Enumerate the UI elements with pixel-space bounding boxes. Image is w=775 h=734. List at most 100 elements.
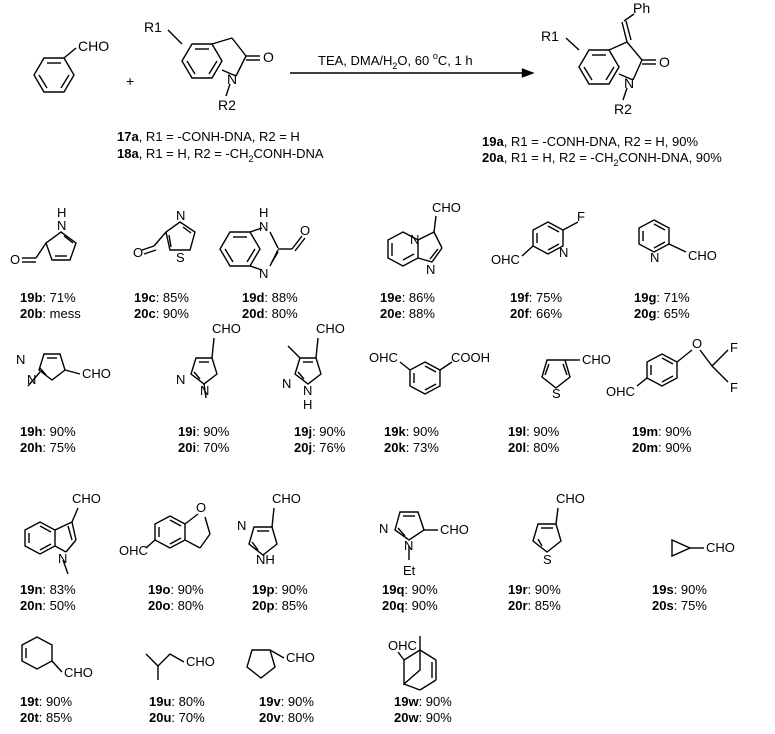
yield-label-20k: 20k: 73% bbox=[384, 440, 439, 455]
svg-text:N: N bbox=[379, 521, 388, 536]
svg-text:CHO: CHO bbox=[440, 522, 469, 537]
yield-label-20o: 20o: 80% bbox=[148, 598, 204, 613]
svg-text:Et: Et bbox=[403, 563, 416, 578]
svg-text:N: N bbox=[303, 383, 312, 398]
compound-id: 19e bbox=[380, 290, 402, 305]
yield-label-20b: 20b: mess bbox=[20, 306, 81, 321]
svg-text:OHC: OHC bbox=[119, 543, 148, 558]
yield-value: : 90% bbox=[404, 582, 438, 597]
atom-n: N bbox=[624, 75, 634, 91]
yield-value: : 90% bbox=[274, 582, 308, 597]
substituent-r2: R2 bbox=[218, 97, 236, 113]
compound-id: 19k bbox=[384, 424, 406, 439]
structure-19v: CHO bbox=[246, 649, 315, 679]
yield-label-20n: 20n: 50% bbox=[20, 598, 76, 613]
svg-text:OHC: OHC bbox=[606, 384, 635, 399]
yield-value: : 73% bbox=[406, 440, 440, 455]
compound-id: 20l bbox=[508, 440, 526, 455]
yield-value: : 90% bbox=[419, 694, 453, 709]
svg-text:N: N bbox=[200, 383, 209, 398]
yield-value: : 83% bbox=[42, 582, 76, 597]
structure-19u: CHO bbox=[145, 653, 215, 680]
yield-label-19u: 19u: 80% bbox=[149, 694, 205, 709]
yield-value: : 85% bbox=[274, 598, 308, 613]
yield-value: : 90% bbox=[170, 582, 204, 597]
yield-value: : 90% bbox=[156, 306, 190, 321]
compound-id: 19s bbox=[652, 582, 674, 597]
yield-label-19m: 19m: 90% bbox=[632, 424, 692, 439]
yield-label-19h: 19h: 90% bbox=[20, 424, 76, 439]
svg-text:CHO: CHO bbox=[64, 665, 93, 680]
compound-id: 20h bbox=[20, 440, 42, 455]
yield-label-20s: 20s: 75% bbox=[652, 598, 707, 613]
substituent-r1: R1 bbox=[541, 28, 559, 44]
svg-text:CHO: CHO bbox=[286, 650, 315, 665]
compound-id: 19p bbox=[252, 582, 274, 597]
svg-text:N: N bbox=[27, 372, 36, 387]
yield-label-19f: 19f: 75% bbox=[510, 290, 562, 305]
svg-text:N: N bbox=[426, 262, 435, 277]
yield-value: : 80% bbox=[526, 440, 560, 455]
svg-text:CHO: CHO bbox=[582, 352, 611, 367]
yield-label-20g: 20g: 65% bbox=[634, 306, 690, 321]
compound-id: 19m bbox=[632, 424, 658, 439]
structure-19f: N F OHC bbox=[491, 209, 585, 267]
yield-value: : 88% bbox=[264, 290, 298, 305]
svg-text:F: F bbox=[730, 340, 738, 355]
svg-text:H: H bbox=[303, 397, 312, 412]
compound-label-18a: 18a, R1 = H, R2 = -CH2CONH-DNA bbox=[117, 146, 324, 164]
compound-id: 20e bbox=[380, 306, 402, 321]
compound-id: 20j bbox=[294, 440, 312, 455]
yield-value: : 90% bbox=[674, 582, 708, 597]
compound-id: 20i bbox=[178, 440, 196, 455]
svg-text:H: H bbox=[259, 205, 268, 220]
product-structure: Ph R1 O N R2 bbox=[541, 0, 670, 117]
svg-text:CHO: CHO bbox=[272, 491, 301, 506]
yield-value: : 85% bbox=[39, 710, 73, 725]
yield-label-19i: 19i: 90% bbox=[178, 424, 230, 439]
substituent-r1: R1 bbox=[144, 19, 162, 35]
substituent-r2: R2 bbox=[614, 101, 632, 117]
svg-text:N: N bbox=[559, 245, 568, 260]
compound-id: 20d bbox=[242, 306, 264, 321]
svg-text:S: S bbox=[552, 386, 561, 401]
compound-id: 20r bbox=[508, 598, 528, 613]
yield-value: : 50% bbox=[42, 598, 76, 613]
structure-19k: OHC COOH bbox=[369, 350, 490, 395]
svg-text:N: N bbox=[259, 266, 268, 281]
atom-cho: CHO bbox=[78, 38, 109, 54]
svg-text:COOH: COOH bbox=[451, 350, 490, 365]
structure-19t: CHO bbox=[21, 636, 93, 680]
svg-text:OHC: OHC bbox=[369, 350, 398, 365]
structure-19s: CHO bbox=[671, 538, 735, 558]
compound-id: 20p bbox=[252, 598, 274, 613]
svg-text:O: O bbox=[692, 336, 702, 351]
compound-id: 19t bbox=[20, 694, 39, 709]
structure-19m: O F F OHC bbox=[606, 336, 738, 399]
svg-text:NH: NH bbox=[256, 552, 275, 567]
yield-label-20w: 20w: 90% bbox=[394, 710, 452, 725]
yield-label-19p: 19p: 90% bbox=[252, 582, 308, 597]
compound-id: 19i bbox=[178, 424, 196, 439]
yield-label-20i: 20i: 70% bbox=[178, 440, 230, 455]
compound-label-20a: 20a, R1 = H, R2 = -CH2CONH-DNA, 90% bbox=[482, 150, 722, 168]
yield-label-20v: 20v: 80% bbox=[259, 710, 314, 725]
yield-value: : 80% bbox=[281, 710, 315, 725]
compound-id: 20b bbox=[20, 306, 42, 321]
structure-19j: N N H CHO bbox=[282, 321, 345, 412]
compound-id: 19h bbox=[20, 424, 42, 439]
yield-value: : 86% bbox=[402, 290, 436, 305]
structure-19r: S CHO bbox=[532, 491, 585, 567]
svg-text:N: N bbox=[237, 518, 246, 533]
yield-value: : 65% bbox=[656, 306, 690, 321]
compound-id: 19j bbox=[294, 424, 312, 439]
yield-label-19c: 19c: 85% bbox=[134, 290, 189, 305]
structure-19i: N N CHO bbox=[176, 321, 241, 399]
structure-19d: H N N O bbox=[219, 205, 310, 281]
yield-label-19o: 19o: 90% bbox=[148, 582, 204, 597]
yield-value: : 90% bbox=[281, 694, 315, 709]
compound-id: 19u bbox=[149, 694, 171, 709]
yield-label-20p: 20p: 85% bbox=[252, 598, 308, 613]
